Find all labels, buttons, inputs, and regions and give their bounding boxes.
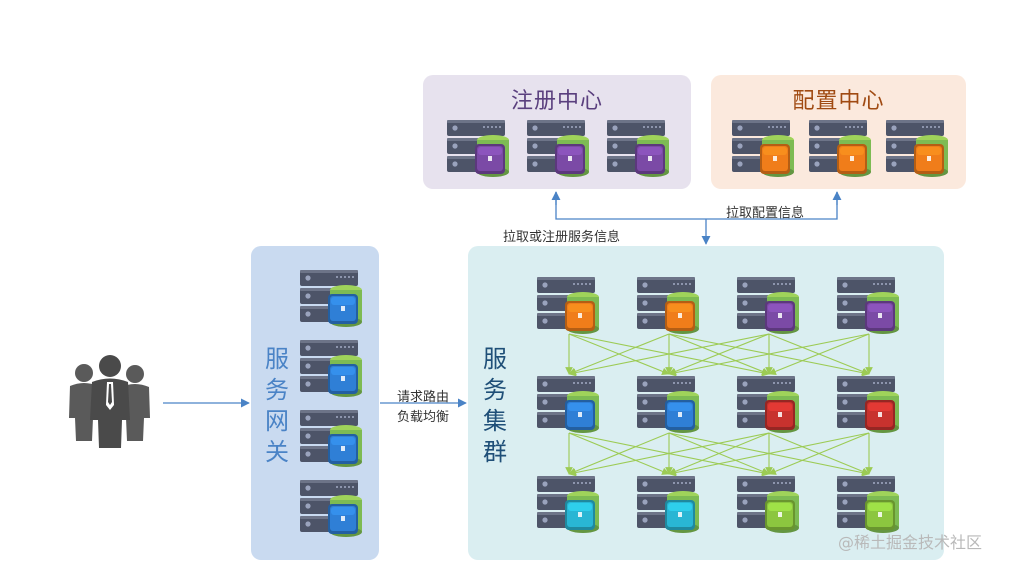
server-icon: [300, 340, 362, 397]
pull-register-label: 拉取或注册服务信息: [503, 230, 621, 245]
cluster-title-char: 集: [483, 407, 507, 435]
server-icon: [537, 476, 599, 533]
cluster-mesh-arrows: [565, 333, 873, 477]
server-icon: [837, 376, 899, 433]
cluster-title-char: 服: [483, 345, 507, 373]
cluster-title-char: 务: [483, 376, 507, 404]
server-icons: [300, 120, 948, 537]
server-icon: [732, 120, 794, 177]
gateway-title-char: 务: [265, 376, 289, 404]
server-icon: [637, 476, 699, 533]
cluster-link-arrow: [568, 333, 670, 376]
pull-config-label: 拉取配置信息: [726, 206, 805, 221]
server-icon: [537, 376, 599, 433]
cluster-link-arrow: [668, 333, 870, 377]
server-icon: [737, 476, 799, 533]
server-icon: [837, 277, 899, 334]
server-icon: [300, 480, 362, 537]
cluster-link-arrow: [768, 432, 870, 475]
registry-config-bracket: [555, 192, 838, 220]
service-gateway-title: 服 务 网 关: [262, 344, 292, 468]
cluster-link-arrow: [668, 333, 770, 376]
server-icon: [637, 277, 699, 334]
connector-lines: [163, 191, 842, 408]
cluster-link-arrow: [568, 432, 770, 477]
gateway-title-char: 关: [265, 438, 289, 466]
gateway-title-char: 网: [265, 407, 289, 435]
server-icon: [447, 120, 509, 177]
cluster-link-arrow: [568, 333, 770, 377]
server-icon: [886, 120, 948, 177]
watermark: @稀土掘金技术社区: [838, 533, 983, 552]
registry-center-title: 注册中心: [510, 89, 603, 114]
server-icon: [837, 476, 899, 533]
service-cluster-title: 服 务 集 群: [480, 344, 510, 468]
server-icon: [809, 120, 871, 177]
gateway-title-char: 服: [265, 345, 289, 373]
server-icon: [537, 277, 599, 334]
users-icon: [69, 355, 150, 448]
server-icon: [607, 120, 669, 177]
server-icon: [637, 376, 699, 433]
server-icon: [300, 410, 362, 467]
server-icon: [737, 277, 799, 334]
server-icon: [737, 376, 799, 433]
config-center-title: 配置中心: [792, 89, 885, 114]
cluster-link-arrow: [768, 333, 870, 376]
route-label-line2: 负载均衡: [397, 410, 450, 425]
route-label-line1: 请求路由: [397, 390, 450, 405]
cluster-link-arrow: [668, 432, 770, 475]
cluster-link-arrow: [668, 432, 870, 477]
server-icon: [300, 270, 362, 327]
cluster-link-arrow: [568, 432, 670, 475]
cluster-title-char: 群: [483, 438, 507, 466]
server-icon: [527, 120, 589, 177]
